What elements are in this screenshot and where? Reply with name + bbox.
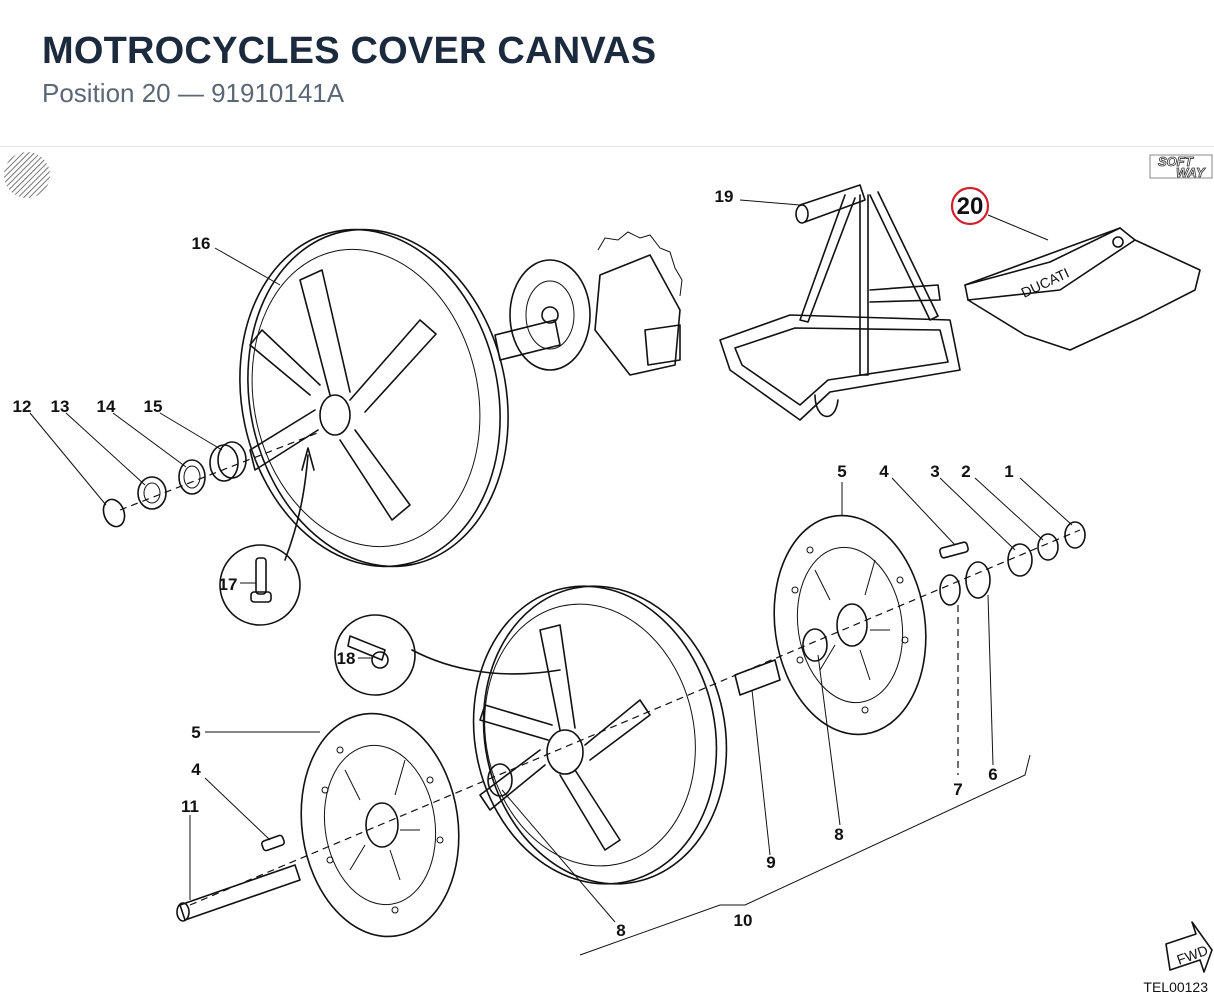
callout-20: 20 — [957, 193, 984, 220]
callout-7: 7 — [953, 780, 962, 799]
leader-lines — [29, 199, 1073, 923]
logo-text-top: SOFT — [1158, 154, 1194, 169]
callout-4-right: 4 — [879, 462, 889, 481]
callout-9: 9 — [766, 853, 775, 872]
logo-text-bottom: WAY — [1176, 165, 1206, 180]
callout-5-left: 5 — [191, 723, 200, 742]
softway-logo: SOFT WAY — [1149, 154, 1213, 180]
header-divider — [0, 146, 1214, 147]
page-subtitle: Position 20 — 91910141A — [42, 78, 345, 108]
callout-4-left: 4 — [191, 760, 201, 779]
callout-3: 3 — [930, 462, 939, 481]
rear-wheel — [239, 228, 509, 568]
callout-5-right: 5 — [837, 462, 846, 481]
brake-disc-left — [300, 712, 460, 938]
brake-disc-right — [773, 514, 927, 736]
valve-inset-17 — [219, 447, 315, 626]
callout-11: 11 — [181, 797, 199, 816]
front-axle-parts — [176, 521, 1086, 922]
front-wheel — [472, 585, 728, 885]
callout-8-left: 8 — [616, 921, 625, 940]
page-title: MOTROCYCLES COVER CANVAS — [42, 30, 657, 72]
cover-canvas-part-20: DUCATI — [964, 227, 1201, 351]
hatched-emblem-icon — [4, 152, 50, 198]
callout-18: 18 — [337, 649, 356, 668]
callout-14: 14 — [97, 397, 116, 416]
rear-axle-parts — [102, 431, 321, 528]
callout-15: 15 — [144, 397, 163, 416]
callout-6: 6 — [988, 765, 997, 784]
cover-brand-text: DUCATI — [1018, 265, 1071, 301]
callout-10: 10 — [734, 911, 753, 930]
callout-12: 12 — [13, 397, 32, 416]
callout-17: 17 — [219, 575, 238, 594]
callout-1: 1 — [1004, 462, 1013, 481]
callout-19: 19 — [715, 187, 734, 206]
callout-20-highlight[interactable]: 20 — [950, 186, 990, 226]
drawing-code: TEL00123 — [1143, 979, 1208, 995]
callout-8-right: 8 — [834, 825, 843, 844]
fwd-label: FWD — [1175, 942, 1210, 968]
callout-13: 13 — [51, 397, 70, 416]
valve-inset-18 — [334, 614, 561, 696]
callout-2: 2 — [961, 462, 970, 481]
paddock-stand — [719, 184, 961, 421]
rear-sprocket-hub — [494, 231, 683, 376]
assembly-brackets — [579, 605, 1031, 956]
callout-labels: 1 2 3 4 5 6 7 8 9 10 8 5 4 11 12 13 14 1… — [13, 187, 1014, 940]
callout-16: 16 — [192, 234, 211, 253]
fwd-arrow-icon: FWD — [1165, 921, 1213, 973]
